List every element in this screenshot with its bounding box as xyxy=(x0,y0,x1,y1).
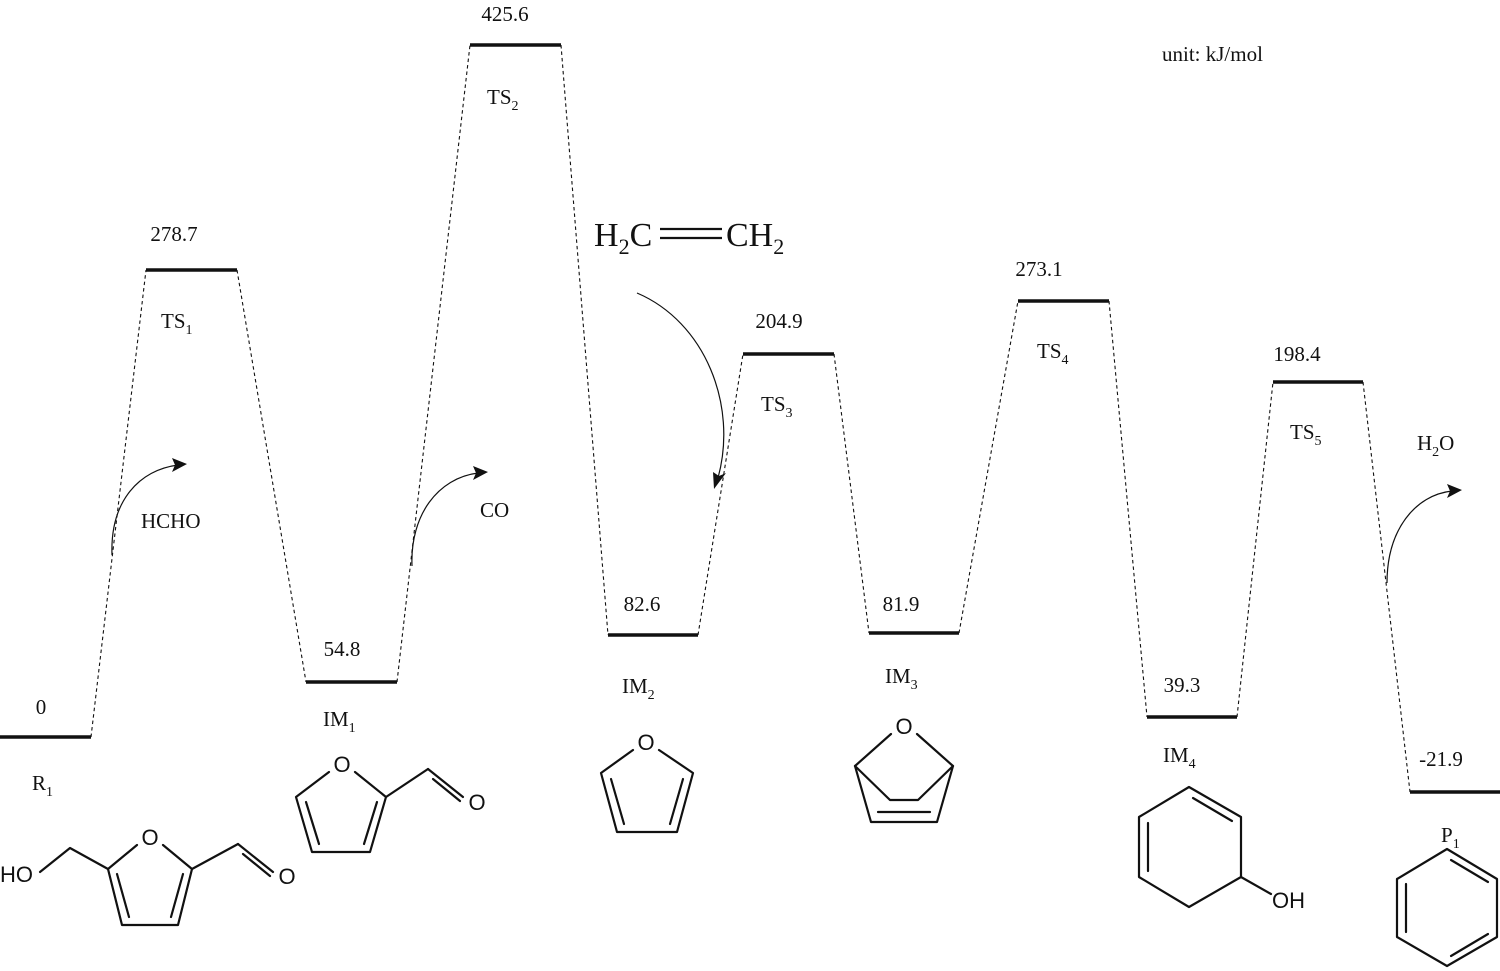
label-ts3: TS3 xyxy=(761,392,793,421)
label-r1: R1 xyxy=(32,771,53,800)
bonds-p1-ring xyxy=(1395,847,1499,968)
bonds-im1-ring xyxy=(294,770,388,854)
bond-r1-aldehyde xyxy=(190,842,240,871)
released-h2o: H2O xyxy=(1417,431,1454,460)
atom-o-im2: O xyxy=(637,730,654,755)
structure-im3: O xyxy=(853,714,955,824)
bonds-im4-ring xyxy=(1137,785,1243,909)
energy-levels xyxy=(0,43,1500,794)
connector-im2-ts3 xyxy=(697,353,744,636)
atom-o-ring-im1: O xyxy=(333,752,350,777)
arrowhead-co xyxy=(473,466,488,480)
added-ethylene-h2c: H2C xyxy=(594,217,652,259)
structure-r1: O HO O xyxy=(0,825,296,927)
value-im4: 39.3 xyxy=(1164,673,1201,697)
release-arrow-h2o xyxy=(1386,490,1453,584)
bond-im1-aldehyde xyxy=(384,767,430,799)
label-p1: P1 xyxy=(1441,823,1460,852)
structures: O HO O O O O xyxy=(0,714,1499,968)
connector-ts3-im3 xyxy=(833,353,870,634)
label-ts5: TS5 xyxy=(1290,420,1322,449)
arrowhead-h2o xyxy=(1447,484,1462,498)
atom-o-im3: O xyxy=(895,714,912,739)
bond-im1-co-outer xyxy=(426,767,465,799)
atom-oh-im4: OH xyxy=(1272,888,1305,913)
structure-im1: O O xyxy=(294,752,486,854)
bond-im2-inner-left xyxy=(609,777,626,826)
value-im1: 54.8 xyxy=(324,637,361,661)
atom-ho-r1: HO xyxy=(0,862,33,887)
bonds-im3-bridge xyxy=(853,732,955,824)
value-im3: 81.9 xyxy=(883,592,920,616)
label-im2: IM2 xyxy=(622,674,655,703)
value-p1: -21.9 xyxy=(1419,747,1463,771)
value-ts4: 273.1 xyxy=(1015,257,1062,281)
addition-arrow-ethylene xyxy=(636,292,725,479)
bond-r1-inner-right xyxy=(169,872,185,919)
bonds-r1-ring xyxy=(106,843,194,927)
release-arrow-co xyxy=(411,472,479,567)
bond-im1-inner-right xyxy=(362,800,379,846)
bond-p1-inner-1 xyxy=(1449,858,1490,884)
unit-label: unit: kJ/mol xyxy=(1162,42,1263,66)
bond-p1-inner-2 xyxy=(1449,932,1490,958)
connector-im1-ts2 xyxy=(396,44,471,683)
label-im3: IM3 xyxy=(885,664,918,693)
species-annotations: HCHO CO H2O H2C CH2 xyxy=(111,217,1462,584)
value-r1: 0 xyxy=(36,695,47,719)
label-ts2: TS2 xyxy=(487,85,519,114)
release-arrow-hcho xyxy=(111,464,179,556)
structure-im2: O xyxy=(599,730,695,834)
label-im1: IM1 xyxy=(323,707,356,736)
connector-r1-ts1 xyxy=(90,269,147,738)
released-hcho: HCHO xyxy=(141,509,201,533)
connector-im4-ts5 xyxy=(1236,381,1274,718)
connector-ts4-im4 xyxy=(1108,300,1148,718)
added-ethylene-ch2: CH2 xyxy=(726,217,784,259)
value-im2: 82.6 xyxy=(624,592,661,616)
released-co: CO xyxy=(480,498,509,522)
label-im4: IM4 xyxy=(1163,743,1196,772)
connector-im3-ts4 xyxy=(958,300,1019,634)
arrowhead-hcho xyxy=(172,458,187,472)
bond-im2-inner-right xyxy=(668,777,685,826)
bond-r1-co-inner xyxy=(241,852,272,878)
arrowhead-ethylene xyxy=(713,472,726,489)
bonds-im2-ring xyxy=(599,748,695,834)
connector-ts2-im2 xyxy=(560,44,609,636)
atom-o-aldehyde-r1: O xyxy=(278,864,295,889)
value-ts2: 425.6 xyxy=(481,2,528,26)
bonds-r1-hydroxymethyl xyxy=(38,846,110,874)
structure-p1 xyxy=(1395,847,1499,968)
bond-im4-oh xyxy=(1239,875,1273,896)
structure-im4: OH xyxy=(1137,785,1305,913)
bond-r1-inner-left xyxy=(115,872,131,919)
value-ts5: 198.4 xyxy=(1273,342,1321,366)
bond-im4-inner-top xyxy=(1191,796,1234,823)
energy-values: 0 278.7 54.8 425.6 82.6 204.9 81.9 273.1… xyxy=(36,2,1463,771)
bonds-im3-back xyxy=(853,764,955,802)
atom-o-aldehyde-im1: O xyxy=(468,790,485,815)
state-labels: R1 TS1 IM1 TS2 IM2 TS3 IM3 TS4 IM4 TS5 P… xyxy=(32,85,1460,852)
connectors xyxy=(90,44,1411,793)
label-ts4: TS4 xyxy=(1037,339,1069,368)
connector-ts1-im1 xyxy=(236,269,307,683)
label-ts1: TS1 xyxy=(161,309,193,338)
connector-ts5-p1 xyxy=(1362,381,1411,793)
value-ts3: 204.9 xyxy=(755,309,802,333)
bond-im1-inner-left xyxy=(304,800,321,846)
atom-o-ring-r1: O xyxy=(141,825,158,850)
bond-r1-co-outer xyxy=(236,842,275,874)
bond-im1-co-inner xyxy=(431,777,462,803)
value-ts1: 278.7 xyxy=(150,222,197,246)
